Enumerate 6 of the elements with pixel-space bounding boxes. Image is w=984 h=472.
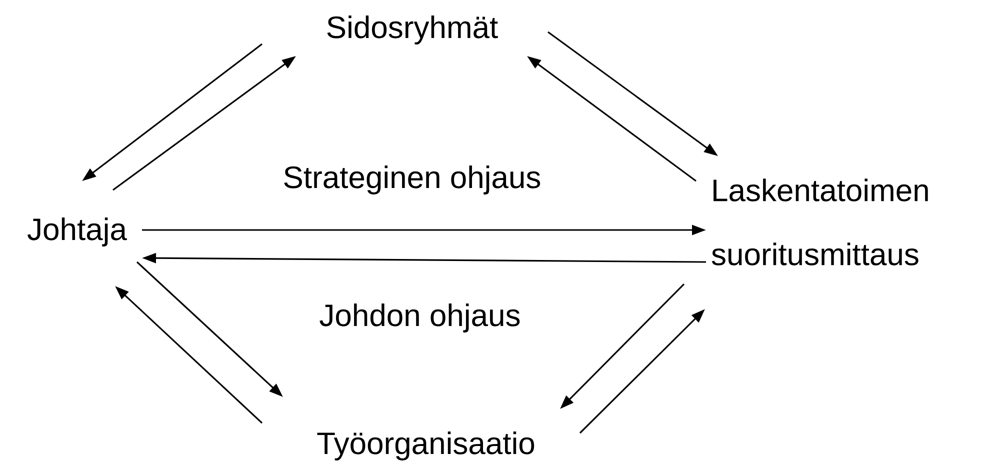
edge-label: Strateginen ohjaus: [280, 164, 544, 196]
node-label: Sidosryhmät: [327, 16, 498, 44]
node-label: Työorganisaatio: [317, 432, 534, 460]
edge-label: Johdon ohjaus: [317, 302, 523, 334]
node-label: Johtaja: [28, 218, 127, 246]
node-label: Laskentatoimen suoritusmittaus: [712, 178, 928, 266]
